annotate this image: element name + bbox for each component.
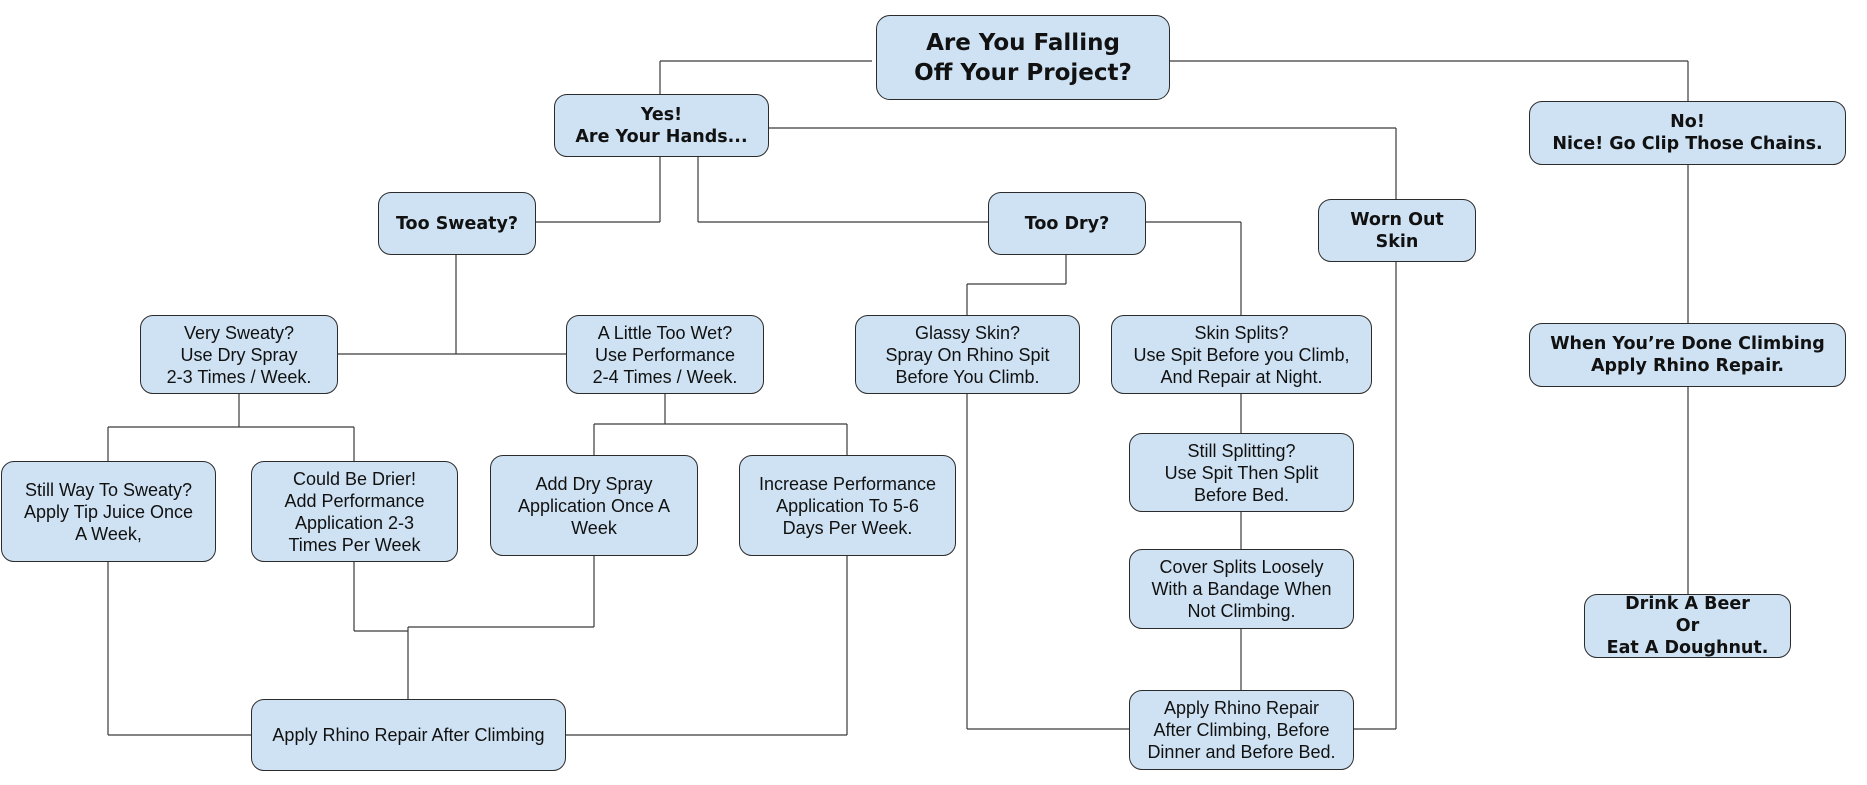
node-text: Still Way To Sweaty?Apply Tip Juice Once… — [23, 479, 194, 544]
node-skin-splits: Skin Splits?Use Spit Before you Climb,An… — [1111, 315, 1372, 394]
node-too-sweaty: Too Sweaty? — [378, 192, 536, 255]
node-too-dry: Too Dry? — [988, 192, 1146, 255]
node-text: Skin Splits?Use Spit Before you Climb,An… — [1133, 322, 1350, 387]
node-apply-rhino-repair-after: Apply Rhino Repair After Climbing — [251, 699, 566, 771]
node-text: Apply Rhino Repair After Climbing — [272, 725, 545, 745]
node-text: Too Dry? — [1024, 213, 1110, 234]
node-still-way-sweaty: Still Way To Sweaty?Apply Tip Juice Once… — [1, 461, 216, 562]
node-yes-hands: Yes!Are Your Hands... — [554, 94, 769, 157]
node-no-clip-chains: No!Nice! Go Clip Those Chains. — [1529, 101, 1846, 165]
node-text: Yes!Are Your Hands... — [575, 104, 748, 147]
node-text: Too Sweaty? — [395, 213, 519, 234]
node-text: No!Nice! Go Clip Those Chains. — [1552, 112, 1823, 154]
